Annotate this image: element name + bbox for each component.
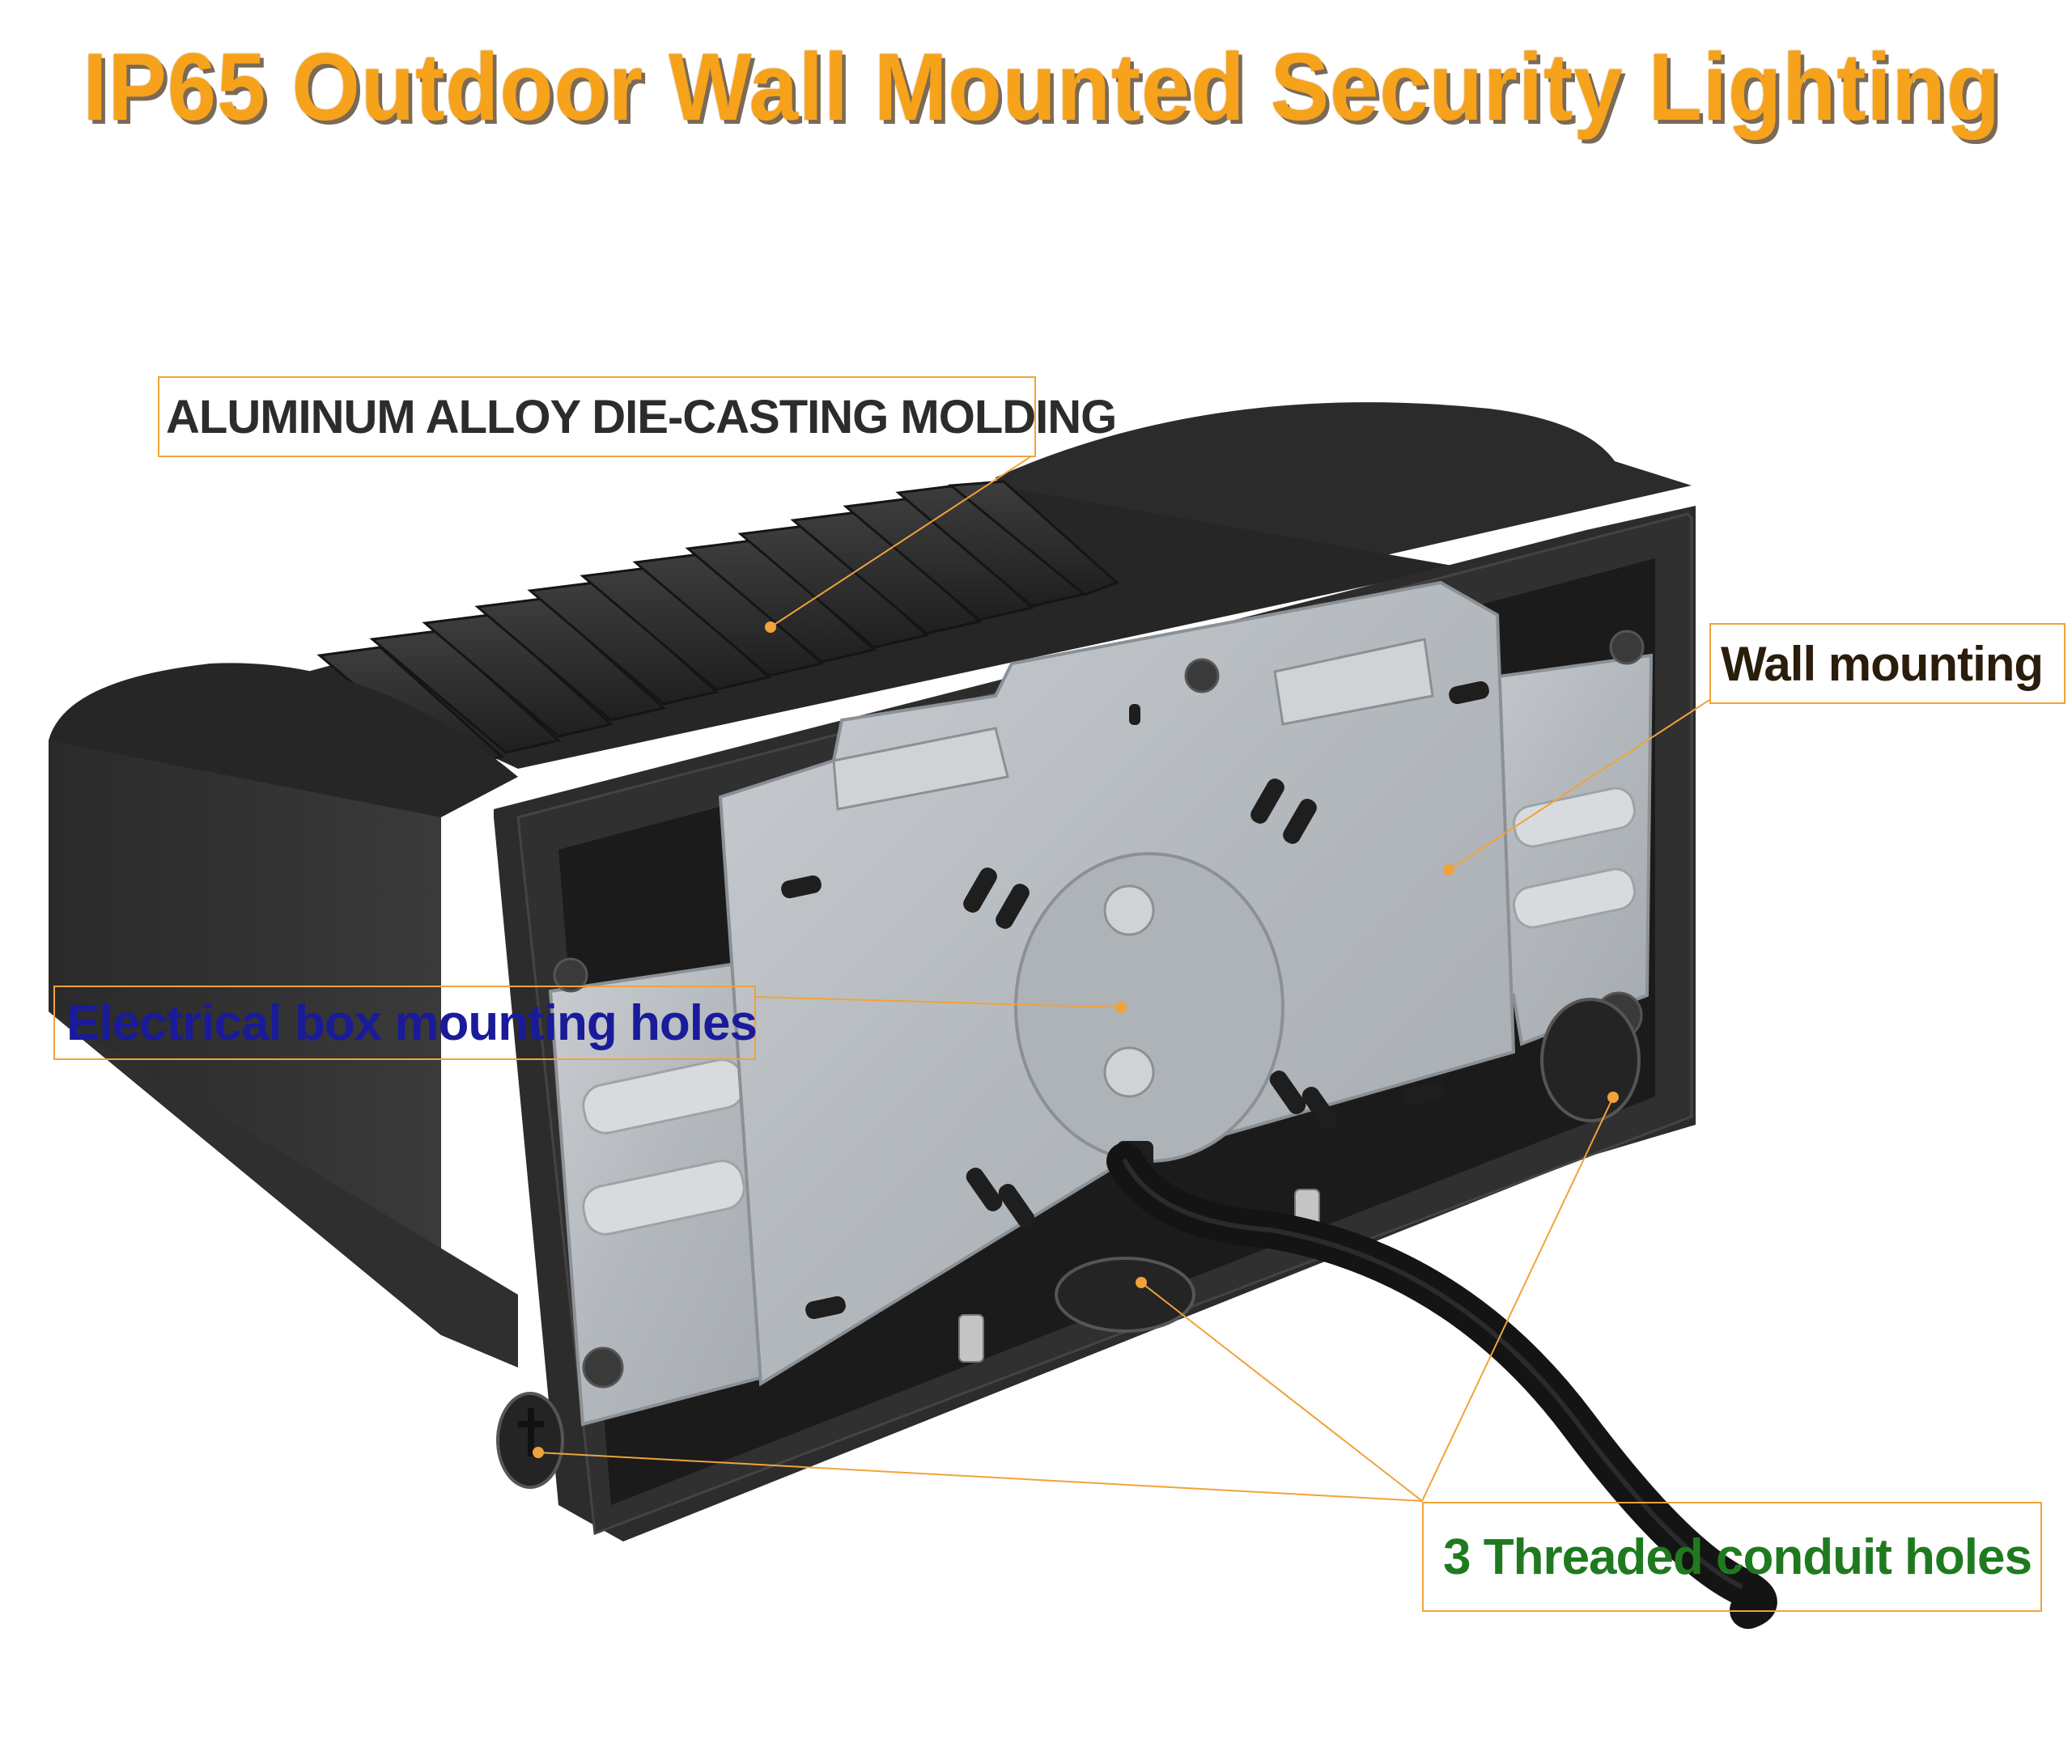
callout-electrical-box: Electrical box mounting holes [53,986,758,1060]
callout-wall-mounting: Wall mounting [1709,623,2066,704]
heat-sink-fins [316,480,1119,770]
callout-wall-label: Wall mounting [1721,636,2044,691]
leader-lines [537,452,1710,1502]
conduit-holes [496,998,1641,1489]
callout-electrical-label: Electrical box mounting holes [66,994,758,1051]
page-title: IP65 Outdoor Wall Mounted Security Light… [83,34,2001,141]
callout-aluminum-label: ALUMINUM ALLOY DIE-CASTING MOLDING [166,390,1117,443]
callout-conduit-holes: 3 Threaded conduit holes [1422,1502,2042,1612]
callout-aluminum-alloy: ALUMINUM ALLOY DIE-CASTING MOLDING [158,376,1117,457]
callout-conduit-label: 3 Threaded conduit holes [1443,1529,2032,1585]
